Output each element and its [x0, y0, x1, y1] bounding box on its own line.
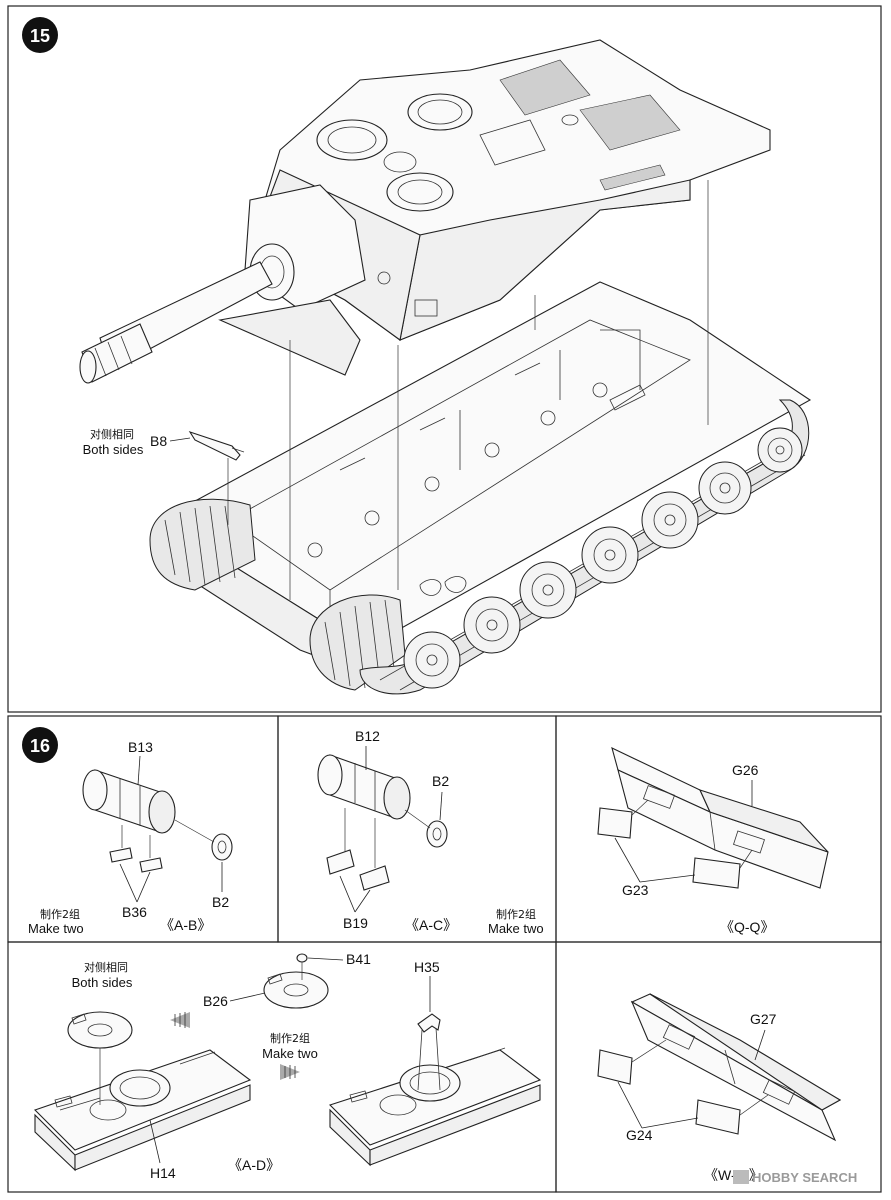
label-b2-ac: B2: [432, 773, 449, 789]
disc-b26-left: [67, 1011, 133, 1049]
fuel-drum-b12: [317, 754, 411, 820]
cap-b2-ac: [426, 820, 448, 848]
rear-fender-left: [149, 498, 256, 591]
bolt-b41: [296, 953, 308, 963]
disc-b26-top: [263, 971, 329, 1009]
label-h35: H35: [414, 959, 440, 975]
alignment-guides: [227, 180, 709, 600]
ac-view-label: 《A-C》: [405, 917, 457, 933]
step15-number: 15: [30, 26, 50, 46]
label-b2-ab: B2: [212, 894, 229, 910]
ad-view-label: 《A-D》: [228, 1157, 280, 1173]
fuel-drum-b13: [82, 769, 176, 834]
ad-note2-en: Make two: [262, 1046, 318, 1061]
fender-plate-right: [328, 1047, 542, 1167]
label-b41: B41: [346, 951, 371, 967]
label-g27: G27: [750, 1011, 777, 1027]
cap-b2-ab: [211, 833, 233, 861]
step-arrow-1: [170, 1012, 190, 1028]
frame-step15: [7, 5, 882, 713]
ac-note-cn: 制作2组: [496, 907, 536, 921]
label-g24: G24: [626, 1127, 653, 1143]
strap-h35: [417, 1013, 441, 1091]
plate-g24: [597, 1049, 741, 1135]
fender-plate-left: [33, 1049, 252, 1172]
label-h14: H14: [150, 1165, 176, 1181]
step-arrow-2: [280, 1064, 300, 1080]
stowage-box-g26: [611, 746, 829, 889]
road-wheels: [403, 427, 803, 689]
bracket-b36: [109, 847, 163, 873]
rear-fender-right: [309, 594, 406, 691]
qq-view-label: 《Q-Q》: [720, 919, 774, 935]
gun-mantlet: [218, 184, 366, 376]
label-b19: B19: [343, 915, 368, 931]
plate-g23: [597, 807, 741, 889]
ad-note-cn: 对侧相同: [84, 960, 128, 974]
ac-note-en: Make two: [488, 921, 544, 936]
label-g26: G26: [732, 762, 759, 778]
label-b36: B36: [122, 904, 147, 920]
ad-note2-cn: 制作2组: [270, 1031, 310, 1045]
ab-view-label: 《A-B》: [160, 917, 211, 933]
bracket-b19: [326, 849, 390, 891]
step15-note-en: Both sides: [83, 442, 144, 457]
label-g23: G23: [622, 882, 649, 898]
part-b8: [188, 430, 245, 461]
step16-badge: 16: [22, 727, 58, 763]
watermark-text: HOBBY SEARCH: [752, 1170, 857, 1185]
label-b13: B13: [128, 739, 153, 755]
stowage-box-g27: [630, 993, 842, 1142]
ad-note-en: Both sides: [72, 975, 133, 990]
ab-note-en: Make two: [28, 921, 84, 936]
watermark: HOBBY SEARCH: [733, 1170, 857, 1185]
idler-springs: [419, 576, 467, 596]
label-b26: B26: [203, 993, 228, 1009]
step15-note-cn: 对侧相同: [90, 427, 134, 441]
gun-barrel: [79, 261, 273, 384]
frame-ww: [555, 941, 882, 1193]
label-b12: B12: [355, 728, 380, 744]
label-b8: B8: [150, 433, 167, 449]
ab-note-cn: 制作2组: [40, 907, 80, 921]
step16-number: 16: [30, 736, 50, 756]
step15-badge: 15: [22, 17, 58, 53]
